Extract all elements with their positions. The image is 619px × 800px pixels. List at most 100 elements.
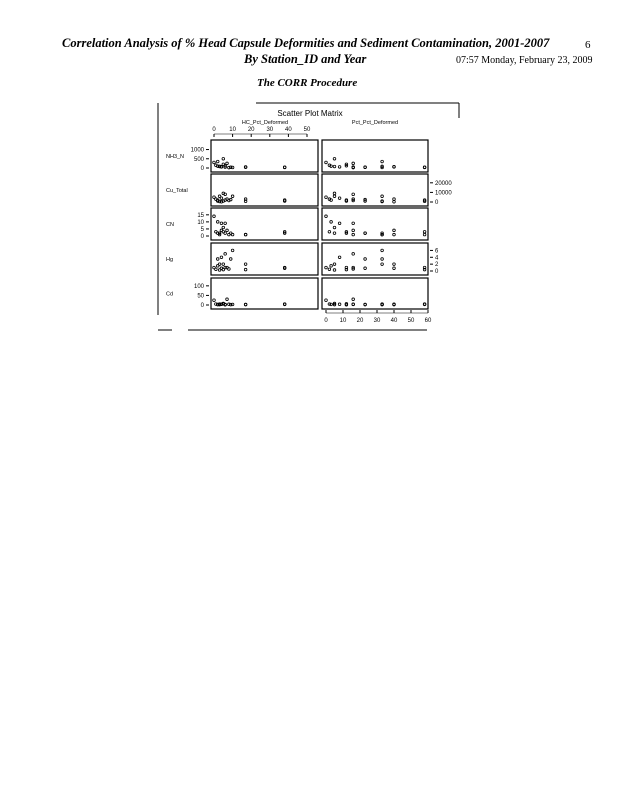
data-point (363, 302, 367, 307)
data-point (219, 266, 224, 270)
data-point (221, 157, 225, 161)
data-point (212, 195, 216, 199)
data-point (230, 165, 235, 170)
data-point (344, 265, 349, 270)
data-point (422, 267, 427, 272)
y-tick-label: 6 (435, 248, 439, 254)
data-point (337, 302, 342, 306)
data-point (324, 160, 328, 165)
data-point (221, 262, 225, 266)
data-point (217, 231, 222, 235)
procedure-title: The CORR Procedure (257, 77, 358, 89)
data-point (223, 198, 227, 202)
row-label: Cd (166, 292, 173, 298)
y-tick-label: 50 (197, 293, 204, 299)
data-point (282, 302, 287, 307)
data-point (332, 225, 337, 230)
scatter-panel (321, 242, 429, 276)
data-point (351, 252, 355, 256)
data-point (351, 302, 355, 306)
data-point (332, 164, 337, 169)
data-point (324, 195, 328, 199)
data-point (344, 198, 349, 202)
data-point (219, 196, 224, 200)
data-point (219, 200, 224, 204)
data-point (216, 220, 220, 224)
scatter-panel (210, 139, 319, 173)
row-label: NH3_N (166, 154, 184, 160)
data-point (216, 302, 220, 307)
data-point (329, 302, 333, 307)
data-point (214, 302, 218, 306)
data-point (329, 198, 333, 202)
data-point (221, 191, 225, 196)
data-point (332, 302, 337, 307)
data-point (216, 164, 220, 168)
x-tick-label: 40 (285, 127, 292, 133)
data-point (332, 231, 337, 235)
y-tick-label: 0 (201, 234, 205, 240)
scatter-panel (321, 173, 429, 207)
data-point (327, 230, 332, 234)
data-point (229, 197, 233, 202)
data-point (225, 297, 229, 301)
data-point (217, 199, 222, 204)
row-label: Cu_Total (166, 188, 188, 194)
data-point (324, 298, 328, 302)
data-point (380, 232, 384, 237)
y-tick-label: 0 (201, 166, 205, 172)
data-point (422, 232, 427, 237)
y-tick-label: 500 (194, 157, 205, 163)
data-point (282, 199, 287, 203)
data-point (332, 262, 337, 266)
y-tick-label: 0 (201, 303, 205, 309)
data-point (351, 165, 355, 170)
data-point (422, 230, 427, 234)
scatter-panel (210, 207, 319, 241)
data-point (212, 298, 216, 302)
data-point (380, 262, 384, 266)
data-point (216, 257, 220, 261)
data-point (392, 302, 396, 307)
data-point (392, 200, 396, 204)
data-point (363, 266, 367, 270)
data-point (227, 165, 231, 170)
data-point (332, 157, 337, 161)
data-point (223, 231, 227, 235)
data-point (351, 297, 355, 301)
x-tick-label: 50 (304, 127, 311, 133)
data-point (380, 194, 384, 198)
data-point (223, 303, 227, 307)
data-point (344, 162, 349, 167)
data-point (282, 165, 287, 169)
data-point (351, 228, 355, 233)
data-point (337, 196, 342, 200)
y-tick-label: 4 (435, 255, 439, 261)
data-point (223, 221, 227, 225)
data-point (422, 302, 427, 306)
data-point (217, 194, 222, 198)
data-point (344, 164, 349, 168)
data-point (363, 197, 367, 202)
data-point (380, 231, 384, 235)
scatter-panel (210, 242, 319, 276)
report-subtitle: By Station_ID and Year (244, 52, 367, 66)
data-point (344, 230, 349, 234)
y-tick-label: 10 (197, 220, 204, 226)
data-point (219, 228, 224, 233)
page-number: 6 (585, 39, 591, 51)
y-tick-label: 100 (194, 284, 205, 290)
row-label: Hg (166, 257, 173, 263)
data-point (217, 302, 222, 306)
data-point (351, 232, 355, 237)
data-point (329, 220, 333, 224)
data-point (212, 265, 216, 270)
x-tick-label: 40 (391, 318, 398, 324)
data-point (217, 268, 222, 272)
data-point (351, 197, 355, 201)
data-point (223, 265, 227, 270)
data-point (243, 262, 248, 266)
data-point (380, 165, 384, 170)
data-point (243, 232, 248, 237)
